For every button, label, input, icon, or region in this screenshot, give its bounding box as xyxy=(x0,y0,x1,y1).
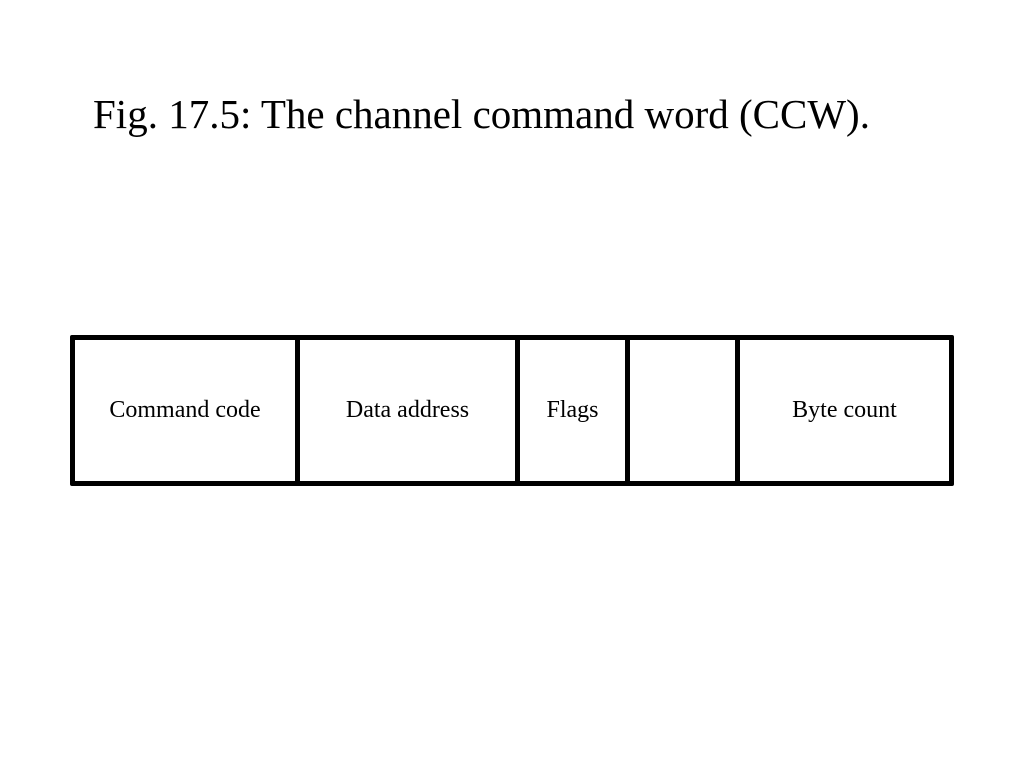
figure-title: Fig. 17.5: The channel command word (CCW… xyxy=(93,91,870,137)
ccw-field-byte-count: Byte count xyxy=(735,340,949,481)
ccw-field-unused xyxy=(625,340,735,481)
ccw-diagram: Command code Data address Flags Byte cou… xyxy=(70,335,954,486)
ccw-field-flags: Flags xyxy=(515,340,625,481)
ccw-field-data-address: Data address xyxy=(295,340,515,481)
ccw-field-command-code: Command code xyxy=(109,397,261,423)
